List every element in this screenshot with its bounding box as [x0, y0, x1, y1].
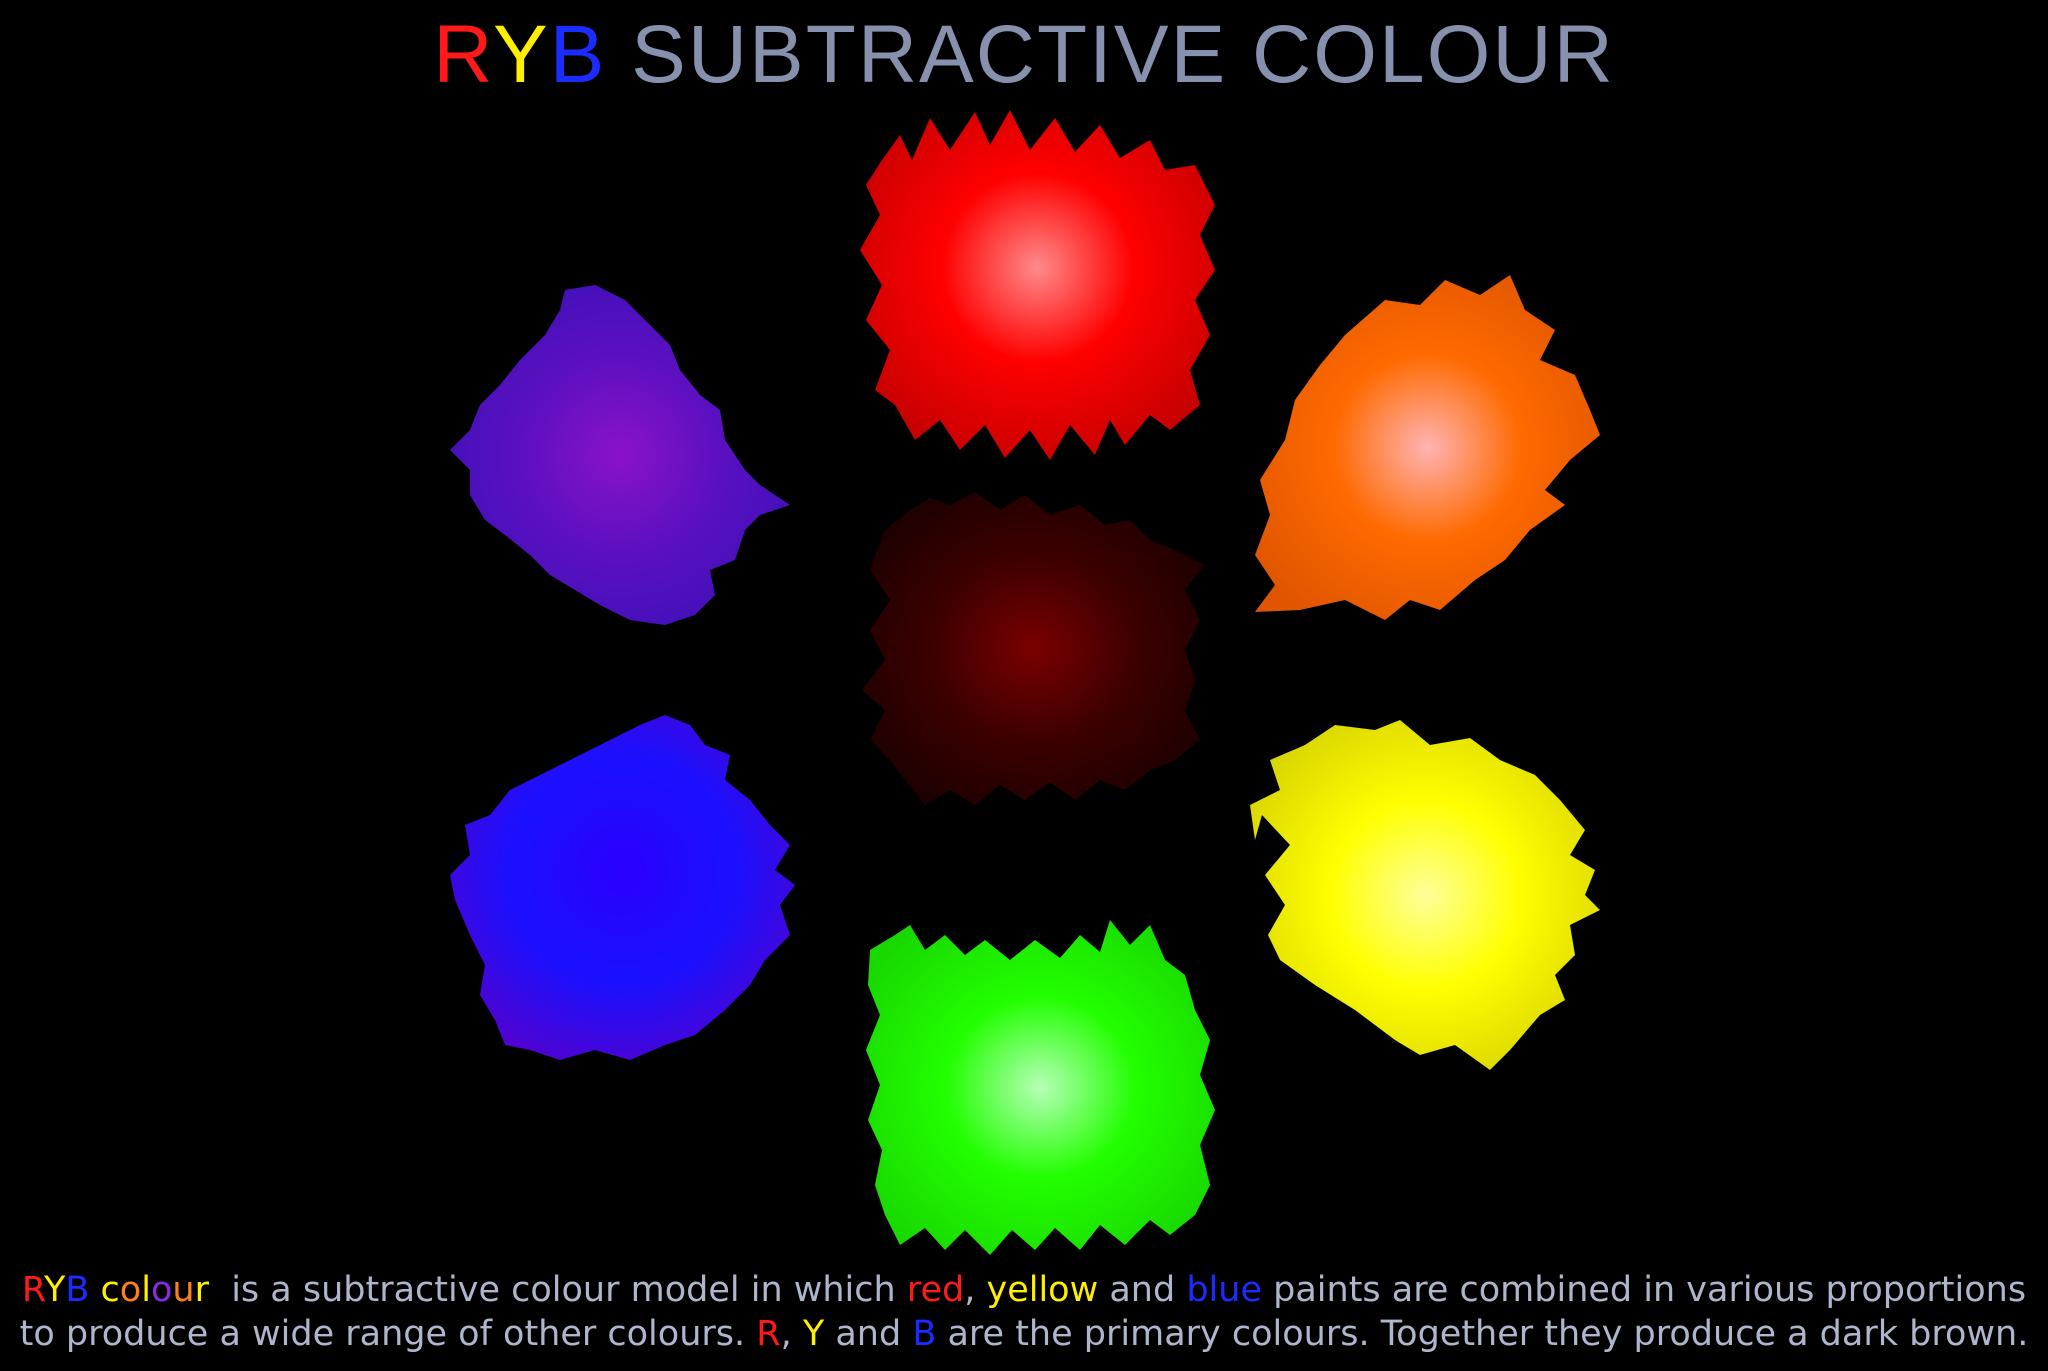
caption-word-blue: blue	[1186, 1270, 1262, 1310]
caption-line-2: to produce a wide range of other colours…	[0, 1312, 2048, 1356]
caption-word-yellow: yellow	[986, 1270, 1099, 1310]
caption-r: R	[21, 1270, 44, 1310]
caption: RYB colour is a subtractive colour model…	[0, 1268, 2048, 1356]
caption-text-5: to produce a wide range of other colours…	[19, 1314, 757, 1354]
caption-y: Y	[44, 1270, 66, 1310]
caption-text-8: are the primary colours. Together they p…	[936, 1314, 2029, 1354]
caption-text-1: is a subtractive colour model in which	[208, 1270, 907, 1310]
caption-colour-o2: o	[150, 1270, 173, 1310]
green-blob	[866, 920, 1215, 1255]
title-r: R	[433, 9, 493, 100]
caption-text-2: ,	[964, 1270, 987, 1310]
red-blob	[860, 110, 1215, 460]
brown-blob	[862, 492, 1205, 805]
caption-line-1: RYB colour is a subtractive colour model…	[0, 1268, 2048, 1312]
caption-b2: B	[912, 1314, 937, 1354]
caption-text-6: ,	[780, 1314, 803, 1354]
caption-word-red: red	[906, 1270, 965, 1310]
caption-colour-o1: o	[119, 1270, 142, 1310]
caption-colour-c: c	[100, 1270, 120, 1310]
page-title: RYB SUBTRACTIVE COLOUR	[0, 8, 2048, 102]
orange-blob	[1255, 275, 1600, 620]
caption-b: B	[65, 1270, 90, 1310]
purple-blob	[450, 285, 790, 625]
caption-y2: Y	[802, 1314, 825, 1354]
title-b: B	[549, 9, 607, 100]
title-y: Y	[492, 9, 550, 100]
caption-text-3: and	[1098, 1270, 1187, 1310]
caption-colour-u: u	[172, 1270, 195, 1310]
yellow-blob	[1250, 720, 1600, 1070]
caption-r2: R	[756, 1314, 781, 1354]
caption-colour-r: r	[194, 1270, 209, 1310]
caption-colour-l: l	[141, 1270, 151, 1310]
title-rest: SUBTRACTIVE COLOUR	[606, 9, 1615, 100]
caption-space	[89, 1270, 100, 1310]
blue-blob	[450, 715, 795, 1060]
caption-text-4: paints are combined in various proportio…	[1262, 1270, 2027, 1310]
caption-text-7: and	[824, 1314, 913, 1354]
